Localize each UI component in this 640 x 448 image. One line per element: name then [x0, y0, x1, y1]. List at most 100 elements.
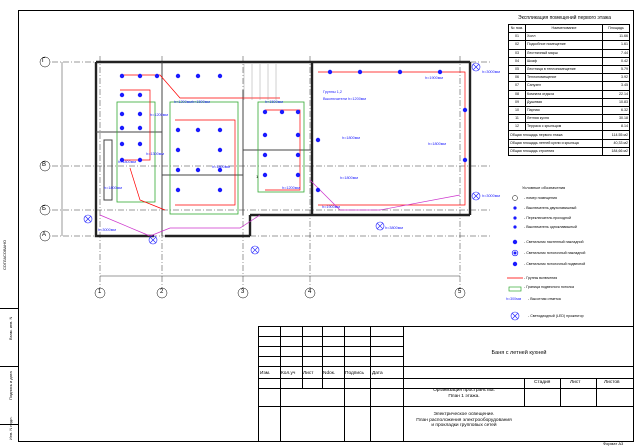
cell: 05: [508, 64, 526, 75]
height-mark: h=1800мм: [428, 142, 446, 146]
height-mark: h=3000мм: [482, 194, 500, 198]
stage-col: Стадия: [534, 380, 551, 385]
cell: Общая площадь первого этажа: [508, 130, 603, 140]
height-mark: h=1200мм: [282, 186, 300, 190]
col-kolich: Кол.уч: [281, 371, 296, 376]
col-list: Лист: [303, 371, 314, 376]
height-mark: h=1900мм: [322, 205, 340, 209]
cell: Лестничный марш: [525, 48, 603, 58]
height-mark: h=1800мм: [342, 136, 360, 140]
cell: 0.42: [602, 56, 630, 66]
legend-item: - Высотная отметка: [528, 297, 561, 301]
legend-item: - Группы включения: [524, 276, 558, 280]
cell: Санузел: [525, 81, 603, 91]
col-ndok: Ndок.: [323, 371, 336, 376]
height-mark: h=1800мм: [118, 160, 136, 164]
legend-item: - Переключатель проходной: [524, 216, 572, 220]
sidebar-cell-2: [0, 366, 18, 424]
legend-symbols: [507, 195, 523, 321]
cell: Подсобное помещение: [525, 40, 603, 50]
axis-label-g: Г: [42, 58, 46, 64]
cell: 30.18: [602, 114, 630, 124]
cell: 11.66: [602, 32, 630, 42]
legend-item: - Светильник настенный накладной: [524, 240, 584, 244]
cell: 3.92: [602, 73, 630, 83]
cell: 11: [508, 114, 526, 124]
height-mark: h=1800мм: [104, 186, 122, 190]
cell: 04: [508, 56, 526, 66]
legend-item: - номер помещения: [524, 196, 557, 200]
col-header: № пом.: [508, 23, 526, 34]
sheets-col: Листов: [604, 380, 620, 385]
group-label: Группы 1,2: [323, 90, 342, 94]
cell: 01: [508, 32, 526, 42]
switch-height-label: Выключатели h=1200мм: [323, 97, 367, 101]
cell: 06: [508, 73, 526, 83]
axis-label-v: В: [42, 162, 47, 168]
cell: 8.14: [602, 122, 630, 132]
axis-label-b: Б: [42, 206, 46, 212]
cell: 07: [508, 81, 526, 91]
cell: Лестница в теплопомещение: [525, 64, 603, 75]
height-mark: h=1800мм: [212, 165, 230, 169]
col-podpis: Подпись: [345, 371, 364, 376]
cell: Общая площадь летней кухни и крыльца: [508, 138, 603, 148]
axis-num-5: 5: [458, 289, 462, 295]
legend-title: Условные обозначения: [522, 185, 566, 190]
cell: 7.44: [602, 48, 630, 58]
height-mark: h=1900мм: [425, 76, 443, 80]
sheet-col: Лист: [570, 380, 581, 385]
col-izm: Изм.: [260, 371, 271, 376]
drawing-frame: [18, 10, 634, 442]
cell: Шкаф: [525, 56, 603, 66]
legend-item: - Светильник потолочный подвесной: [524, 262, 586, 266]
cell: 184,66 м2: [602, 146, 630, 157]
section-electrical: Электрическое освещение. План расположен…: [416, 412, 512, 429]
legend-item: - Граница подвесного потолка: [524, 285, 574, 289]
cell: Комната отдыха: [525, 89, 603, 99]
cell: 1.61: [602, 40, 630, 50]
height-mark: h=1200мм: [174, 100, 192, 104]
cell: 02: [508, 40, 526, 50]
cell: Теплопомещение: [525, 73, 603, 83]
height-mark: h=3000мм: [482, 70, 500, 74]
cell: Парная: [525, 105, 603, 116]
height-mark: h=1200мм: [150, 113, 168, 117]
height-mark: h=3800мм: [385, 226, 403, 230]
section-plan: Организация пространства. План 1 этажа.: [433, 388, 495, 399]
title-block: Изм. Кол.уч Лист Ndок. Подпись Дата Баня…: [258, 326, 634, 442]
sidebar-cell-3: [0, 424, 18, 442]
cell: 40,33 м2: [602, 138, 630, 148]
axis-num-4: 4: [308, 289, 312, 295]
cell: 10: [508, 105, 526, 116]
legend-item: - Светодиодный (LED) прожектор: [528, 314, 584, 318]
cell: 3.45: [602, 81, 630, 91]
height-mark: h=1500мм: [265, 100, 283, 104]
cell: 114.55 м2: [602, 130, 630, 140]
cell: 12: [508, 122, 526, 132]
explication-title: Экспликация помещений первого этажа: [518, 15, 611, 21]
cell: 22.14: [602, 89, 630, 99]
cell: 08: [508, 89, 526, 99]
cell: 10.83: [602, 97, 630, 107]
sidebar-cell-1: [0, 308, 18, 366]
legend-height-mark: h=300мм: [506, 297, 522, 301]
axis-label-a: А: [42, 232, 47, 238]
format-label: Формат А3: [603, 441, 624, 446]
cell: 5.79: [602, 64, 630, 75]
height-mark: h=1500мм: [192, 100, 210, 104]
